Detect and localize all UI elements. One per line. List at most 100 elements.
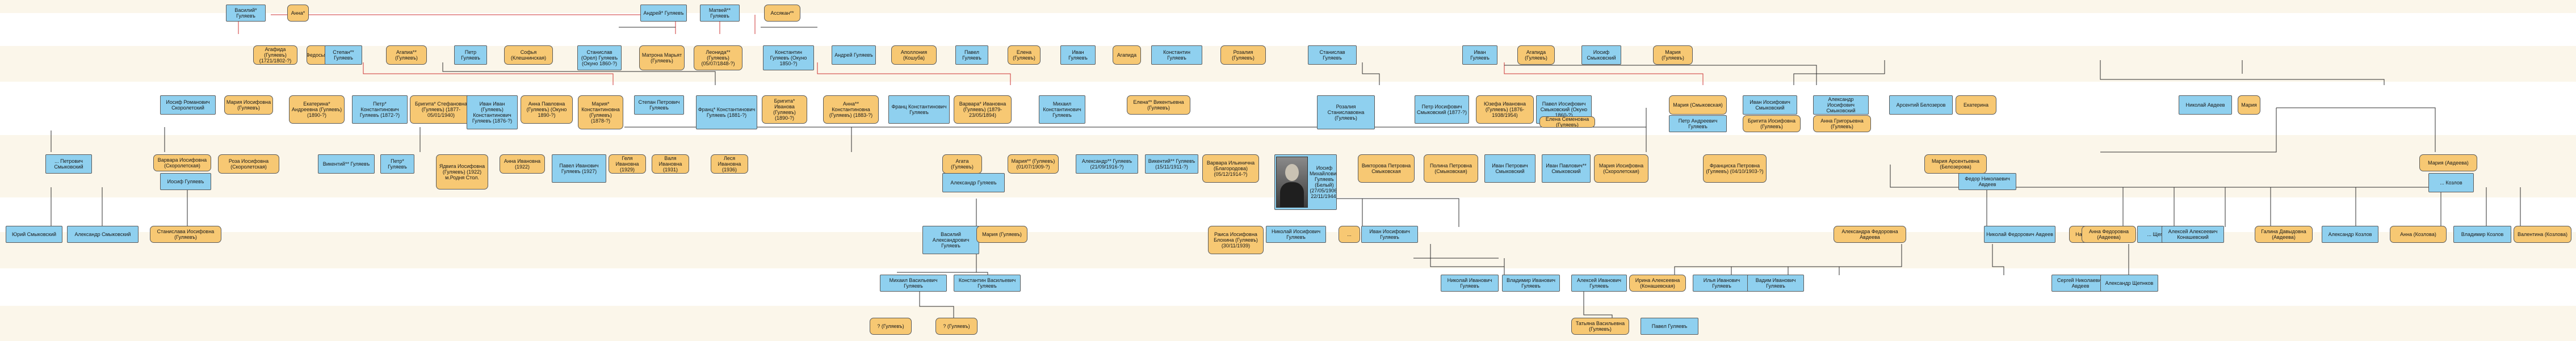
person-card[interactable]: Анна Ивановна (1922) bbox=[500, 154, 545, 174]
person-card[interactable]: Софья (Клешнинская) bbox=[504, 45, 553, 65]
person-card[interactable]: Валя Ивановна (1931) bbox=[652, 154, 689, 174]
person-card[interactable]: Анна Павловна (Гуляевъ) (Окуно 1890-?) bbox=[521, 95, 573, 124]
person-card[interactable]: Андрей Гуляевъ bbox=[832, 45, 876, 65]
person-card[interactable]: Иван Павлович** Смыковский bbox=[1542, 154, 1591, 183]
person-card[interactable]: Мария (Гуляевъ) bbox=[976, 226, 1027, 243]
person-card[interactable]: Агапида (Гуляевъ) bbox=[1517, 45, 1555, 65]
person-card[interactable]: Станислав (Орел) Гуляевъ (Окуно 1860-?) bbox=[577, 45, 622, 70]
person-card[interactable]: Алексей Иванович Гуляевъ bbox=[1571, 275, 1627, 292]
person-card[interactable]: Николай Иванович Гуляевъ bbox=[1441, 275, 1499, 292]
person-card[interactable]: Матрона Марьят (Гуляевъ) bbox=[639, 45, 685, 70]
person-card[interactable]: Мария Арсентьевна (Белозерова) bbox=[1924, 154, 1987, 174]
person-card[interactable]: Мария Иосифовна (Скоролетская) bbox=[1594, 154, 1648, 183]
person-card[interactable]: Мария** (Гуляевъ) (01/07/1909-?) bbox=[1008, 154, 1059, 174]
person-card[interactable]: Агафида (Гуляевъ) (1721/1802-?) bbox=[253, 45, 297, 65]
person-card[interactable]: ... bbox=[1339, 226, 1360, 243]
person-card[interactable]: Николай Иосифович Гуляевъ bbox=[1266, 226, 1326, 243]
person-card[interactable]: Мария* Константиновна (Гуляевъ) (1878-?) bbox=[578, 95, 623, 129]
person-card[interactable]: Иосиф Гуляевъ bbox=[160, 173, 211, 190]
person-card[interactable]: Юрий Смыковский bbox=[6, 226, 62, 243]
person-card[interactable]: Анна (Козлова) bbox=[2390, 226, 2447, 243]
person-card[interactable]: Степан** Гуляевъ bbox=[325, 45, 362, 65]
person-card[interactable]: ? (Гуляевъ) bbox=[935, 318, 977, 335]
person-card[interactable]: Агата (Гуляевъ) bbox=[942, 154, 982, 174]
person-card[interactable]: Мария (Авдеева) bbox=[2419, 154, 2477, 171]
person-card[interactable]: Александр** Гуляевъ (21/09/1916-?) bbox=[1076, 154, 1138, 174]
person-card[interactable]: Елена Семеновна (Гуляевъ) bbox=[1539, 116, 1595, 128]
person-card[interactable]: Геля Ивановна (1929) bbox=[609, 154, 646, 174]
person-card[interactable]: Константин Гуляевъ (Окуно 1850-?) bbox=[763, 45, 814, 70]
person-card[interactable]: Бригита* Иванова (Гуляевъ) (1890-?) bbox=[762, 95, 807, 124]
person-card[interactable]: Петр Андреевич Гуляевъ bbox=[1669, 115, 1727, 132]
person-card[interactable]: Михаил Васильевич Гуляевъ bbox=[880, 275, 947, 292]
person-card[interactable]: Иван Иосифович Смыковский bbox=[1743, 95, 1797, 115]
person-card[interactable]: Петр* Константинович Гуляевъ (1872-?) bbox=[352, 95, 408, 124]
person-card[interactable]: Анна Федоровна (Авдеева) bbox=[2082, 226, 2136, 243]
person-card[interactable]: Иван Иосифович Гуляевъ bbox=[1361, 226, 1418, 243]
person-card[interactable]: Константин Васильевич Гуляевъ bbox=[954, 275, 1021, 292]
person-card[interactable]: Франц* Константинович Гуляевъ (1881-?) bbox=[696, 95, 757, 129]
person-card[interactable]: Мария Иосифовна (Гуляевъ) bbox=[224, 95, 273, 115]
person-card[interactable]: Агапида bbox=[1113, 45, 1141, 65]
person-card[interactable]: Станислав Гуляевъ bbox=[1308, 45, 1357, 65]
person-card[interactable]: Иван Петрович Смыковский bbox=[1484, 154, 1535, 183]
person-card[interactable]: Викентий** Гуляевъ bbox=[318, 154, 375, 174]
person-card[interactable]: Алексей Алексеевич Конашевский bbox=[2162, 226, 2224, 243]
person-card[interactable]: Арсентий Белозеров bbox=[1889, 95, 1953, 115]
person-card[interactable]: Варвара Ильинична (Благородова) (05/12/1… bbox=[1202, 154, 1259, 183]
person-card[interactable]: Татьяна Васильевна (Гуляевъ) bbox=[1571, 318, 1629, 335]
person-card[interactable]: Аполлония (Кошуба) bbox=[891, 45, 937, 65]
person-card[interactable]: Михаил Константинович Гуляевъ bbox=[1039, 95, 1085, 124]
person-card[interactable]: Екатерина bbox=[1956, 95, 1996, 115]
person-card[interactable]: Франц Константинович Гуляевъ bbox=[888, 95, 950, 124]
person-card[interactable]: Владимир Иванович Гуляевъ bbox=[1502, 275, 1560, 292]
person-card[interactable]: Александр Гуляевъ bbox=[942, 173, 1005, 192]
person-card[interactable]: Ирина Алексеевна (Конашевская) bbox=[1629, 275, 1686, 292]
person-card[interactable]: Константин Гуляевъ bbox=[1151, 45, 1202, 65]
person-card[interactable]: Мария bbox=[2238, 95, 2260, 115]
person-card[interactable]: Ассякан** bbox=[764, 5, 800, 22]
person-card[interactable]: Петр Гуляевъ bbox=[454, 45, 487, 65]
person-card[interactable]: Иван Гуляевъ bbox=[1462, 45, 1497, 65]
person-card[interactable]: Андрей* Гуляевъ bbox=[640, 5, 687, 22]
person-card[interactable]: Павел Иванович Гуляевъ (1927) bbox=[552, 154, 606, 183]
person-card[interactable]: Николай Федорович Авдеев bbox=[1984, 226, 2055, 243]
person-card[interactable]: Анна** Константиновна (Гуляевъ) (1883-?) bbox=[823, 95, 879, 124]
person-card[interactable]: Иван Иван (Гуляевъ) Константинович Гуляе… bbox=[467, 95, 518, 129]
person-card[interactable]: Федор Николаевич Авдеев bbox=[1958, 173, 2016, 190]
person-card[interactable]: Анна* bbox=[287, 5, 309, 22]
person-card[interactable]: Иосиф Смыковский bbox=[1581, 45, 1621, 65]
person-card[interactable]: Ядвига Иосифовна (Гуляевъ) (1922) м.Родн… bbox=[436, 154, 488, 190]
person-card[interactable]: Николай Авдеев bbox=[2179, 95, 2232, 115]
person-card[interactable]: Александра Федоровна Авдеева bbox=[1834, 226, 1906, 243]
person-card[interactable]: Леся Ивановна (1936) bbox=[711, 154, 748, 174]
person-card[interactable]: Иван Гуляевъ bbox=[1060, 45, 1096, 65]
person-card[interactable]: Станислава Иосифовна (Гуляевъ) bbox=[150, 226, 221, 243]
person-card[interactable]: Павел Гуляевъ bbox=[1641, 318, 1698, 335]
person-card[interactable]: Варвара Иосифовна (Скоролетская) bbox=[153, 154, 211, 171]
person-card[interactable]: Викентий** Гуляевъ (15/11/1911-?) bbox=[1145, 154, 1198, 174]
person-card[interactable]: Федосья* bbox=[307, 45, 328, 65]
person-card[interactable]: Александр Смыковский bbox=[67, 226, 139, 243]
person-card[interactable]: Александр Козлов bbox=[2322, 226, 2378, 243]
person-card[interactable]: Роза Иосифовна (Скоролетская) bbox=[218, 154, 279, 174]
person-card[interactable]: Петр Иосифович Смыковский (1877-?) bbox=[1415, 95, 1469, 124]
person-card[interactable]: ... Петрович Смыковский bbox=[45, 154, 92, 174]
person-card[interactable]: Мария (Гуляевъ) bbox=[1653, 45, 1693, 65]
person-card[interactable]: Леонида** (Гуляевъ) (05/07/1848-?) bbox=[694, 45, 742, 70]
person-card[interactable]: Иосиф Михайлович Гуляевъ (Белый) (27/05/… bbox=[1274, 154, 1337, 210]
person-card[interactable]: Анна Григорьевна (Гуляевъ) bbox=[1813, 115, 1871, 132]
person-card[interactable]: Раиса Иосифовна Блохина (Гуляевъ) (30/11… bbox=[1208, 226, 1264, 254]
person-card[interactable]: Бригита Иосифовна (Гуляевъ) bbox=[1743, 115, 1801, 132]
person-card[interactable]: Агапиа** (Гуляевъ) bbox=[386, 45, 427, 65]
person-card[interactable]: Александр Иосифович Смыковский bbox=[1813, 95, 1869, 115]
person-card[interactable]: Матвей** Гуляевъ bbox=[700, 5, 740, 22]
person-card[interactable]: Илья Иванович Гуляевъ bbox=[1693, 275, 1751, 292]
person-card[interactable]: ? (Гуляевъ) bbox=[870, 318, 912, 335]
person-card[interactable]: Вадим Иванович Гуляевъ bbox=[1747, 275, 1804, 292]
person-card[interactable]: Василий* Гуляевъ bbox=[226, 5, 266, 22]
person-card[interactable]: Елена (Гуляевъ) bbox=[1008, 45, 1041, 65]
person-card[interactable]: Варвара* Ивановна (Гуляевъ) (1879-23/05/… bbox=[954, 95, 1012, 124]
person-card[interactable]: Бригита* Стефановна (Гуляевъ) (1877-05/0… bbox=[410, 95, 472, 124]
person-card[interactable]: Розалия (Гуляевъ) bbox=[1220, 45, 1266, 65]
